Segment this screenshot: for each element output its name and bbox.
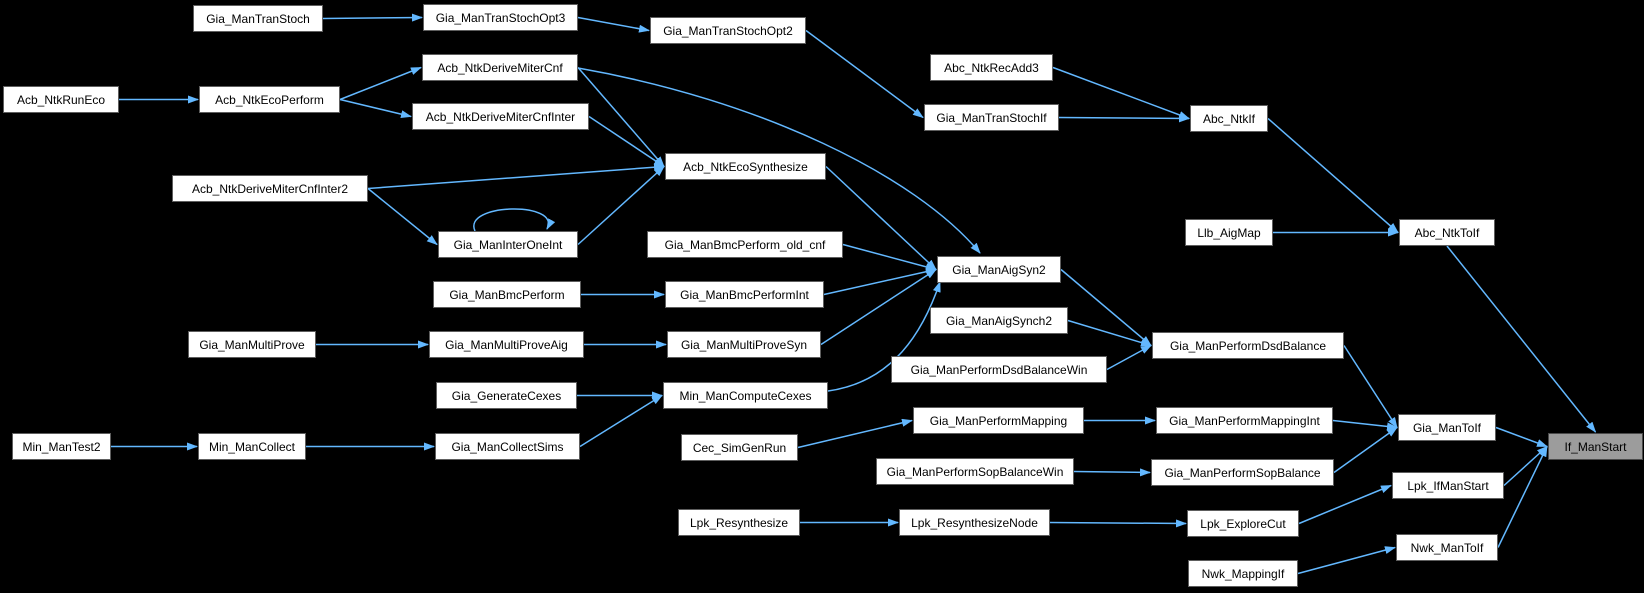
node-tran_stoch_opt2[interactable]: Gia_ManTranStochOpt2: [650, 17, 806, 44]
edge-dsd_balance_win-to-dsd_balance: [1106, 344, 1152, 371]
edge-tran_stoch_opt3-to-tran_stoch_opt2: [577, 16, 650, 33]
node-perform_mapping[interactable]: Gia_ManPerformMapping: [913, 407, 1084, 434]
edge-collect_sims-to-compute_cexes: [579, 394, 663, 448]
edge-gia_to_if-to-if_man_start: [1495, 426, 1548, 448]
node-eco_perform[interactable]: Acb_NtkEcoPerform: [199, 86, 340, 113]
node-rec_add3[interactable]: Abc_NtkRecAdd3: [930, 54, 1053, 81]
edge-nwk_man_to_if-to-if_man_start: [1497, 445, 1548, 548]
node-sim_gen_run[interactable]: Cec_SimGenRun: [681, 434, 798, 461]
node-dsd_balance[interactable]: Gia_ManPerformDsdBalance: [1152, 332, 1344, 359]
node-lpk_if_man_start[interactable]: Lpk_IfManStart: [1392, 472, 1504, 499]
edge-bmc_old_cnf-to-aig_syn2: [842, 243, 937, 271]
edge-eco_perform-to-derive_miter_cnf: [339, 66, 422, 101]
edge-resynthesize_node-to-explore_cut: [1049, 519, 1187, 528]
node-dsd_balance_win[interactable]: Gia_ManPerformDsdBalanceWin: [891, 356, 1107, 383]
edge-explore_cut-to-lpk_if_man_start: [1298, 484, 1392, 525]
edge-inter2-to-inter_one_int: [367, 187, 438, 246]
node-ntk_to_if[interactable]: Abc_NtkToIf: [1399, 219, 1495, 246]
node-inter2[interactable]: Acb_NtkDeriveMiterCnfInter2: [172, 175, 368, 202]
node-generate_cexes[interactable]: Gia_GenerateCexes: [436, 382, 577, 409]
edge-bmc_perform_int-to-aig_syn2: [823, 267, 937, 296]
edge-aig_syn2-to-dsd_balance: [1060, 268, 1152, 347]
node-resynthesize[interactable]: Lpk_Resynthesize: [678, 509, 800, 536]
edge-derive_miter_cnf-to-aig_syn2: [577, 67, 981, 254]
node-ntk_if[interactable]: Abc_NtkIf: [1190, 105, 1268, 132]
edge-tran_stoch_opt2-to-tran_stoch_if: [805, 29, 924, 119]
edge-inter_one_int-to-eco_synthesize: [577, 165, 665, 246]
node-bmc_perform[interactable]: Gia_ManBmcPerform: [433, 281, 581, 308]
node-test2[interactable]: Min_ManTest2: [12, 433, 111, 460]
node-aig_syn2[interactable]: Gia_ManAigSyn2: [937, 256, 1061, 283]
node-multi_prove_syn[interactable]: Gia_ManMultiProveSyn: [667, 331, 821, 358]
edge-derive_miter_cnf_inter-to-eco_synthesize: [588, 115, 665, 168]
node-tran_stoch[interactable]: Gia_ManTranStoch: [193, 5, 323, 32]
edge-derive_miter_cnf-to-eco_synthesize: [577, 67, 665, 168]
edge-ntk_to_if-to-if_man_start: [1446, 245, 1597, 433]
edge-perform_mapping_int-to-gia_to_if: [1332, 419, 1398, 431]
node-eco_synthesize[interactable]: Acb_NtkEcoSynthesize: [665, 153, 826, 180]
edge-sop_balance_win-to-sop_balance: [1073, 468, 1151, 477]
node-derive_miter_cnf[interactable]: Acb_NtkDeriveMiterCnf: [422, 54, 578, 81]
edge-lpk_if_man_start-to-if_man_start: [1503, 445, 1548, 487]
node-collect_sims[interactable]: Gia_ManCollectSims: [435, 433, 580, 460]
node-perform_mapping_int[interactable]: Gia_ManPerformMappingInt: [1156, 407, 1333, 434]
node-explore_cut[interactable]: Lpk_ExploreCut: [1187, 510, 1299, 537]
edge-eco_synthesize-to-aig_syn2: [825, 165, 937, 271]
node-run_eco[interactable]: Acb_NtkRunEco: [3, 86, 119, 113]
node-mapping_if[interactable]: Nwk_MappingIf: [1188, 560, 1298, 587]
node-multi_prove_aig[interactable]: Gia_ManMultiProveAig: [429, 331, 584, 358]
node-multi_prove[interactable]: Gia_ManMultiProve: [188, 331, 316, 358]
node-resynthesize_node[interactable]: Lpk_ResynthesizeNode: [899, 509, 1050, 536]
node-if_man_start[interactable]: If_ManStart: [1548, 433, 1643, 460]
edge-ntk_if-to-ntk_to_if: [1267, 117, 1399, 234]
node-sop_balance_win[interactable]: Gia_ManPerformSopBalanceWin: [876, 458, 1074, 485]
edge-multi_prove_syn-to-aig_syn2: [820, 268, 937, 346]
node-derive_miter_cnf_inter[interactable]: Acb_NtkDeriveMiterCnfInter: [412, 103, 589, 130]
edge-tran_stoch-to-tran_stoch_opt3: [322, 13, 423, 22]
edge-eco_perform-to-derive_miter_cnf_inter: [339, 98, 412, 119]
edge-inter_one_int-to-inter_one_int: [473, 208, 556, 232]
node-sop_balance[interactable]: Gia_ManPerformSopBalance: [1151, 459, 1334, 486]
node-aig_synch2[interactable]: Gia_ManAigSynch2: [930, 307, 1068, 334]
node-llb_aig_map[interactable]: Llb_AigMap: [1185, 219, 1273, 246]
node-collect[interactable]: Min_ManCollect: [198, 433, 306, 460]
node-tran_stoch_opt3[interactable]: Gia_ManTranStochOpt3: [423, 4, 578, 31]
node-bmc_old_cnf[interactable]: Gia_ManBmcPerform_old_cnf: [647, 231, 843, 258]
edge-compute_cexes-to-aig_syn2: [827, 281, 941, 392]
edge-dsd_balance-to-gia_to_if: [1343, 345, 1398, 429]
edge-sim_gen_run-to-perform_mapping: [797, 418, 913, 449]
node-nwk_man_to_if[interactable]: Nwk_ManToIf: [1396, 534, 1498, 561]
edge-inter2-to-eco_synthesize: [367, 163, 665, 190]
node-gia_to_if[interactable]: Gia_ManToIf: [1398, 414, 1496, 441]
node-bmc_perform_int[interactable]: Gia_ManBmcPerformInt: [665, 281, 824, 308]
edge-rec_add3-to-ntk_if: [1052, 66, 1190, 120]
node-inter_one_int[interactable]: Gia_ManInterOneInt: [438, 231, 578, 258]
node-tran_stoch_if[interactable]: Gia_ManTranStochIf: [924, 104, 1059, 131]
edge-tran_stoch_if-to-ntk_if: [1058, 114, 1190, 123]
node-compute_cexes[interactable]: Min_ManComputeCexes: [663, 382, 828, 409]
edge-mapping_if-to-nwk_man_to_if: [1297, 546, 1396, 575]
edge-sop_balance-to-gia_to_if: [1333, 426, 1398, 474]
edge-aig_synch2-to-dsd_balance: [1067, 319, 1152, 347]
